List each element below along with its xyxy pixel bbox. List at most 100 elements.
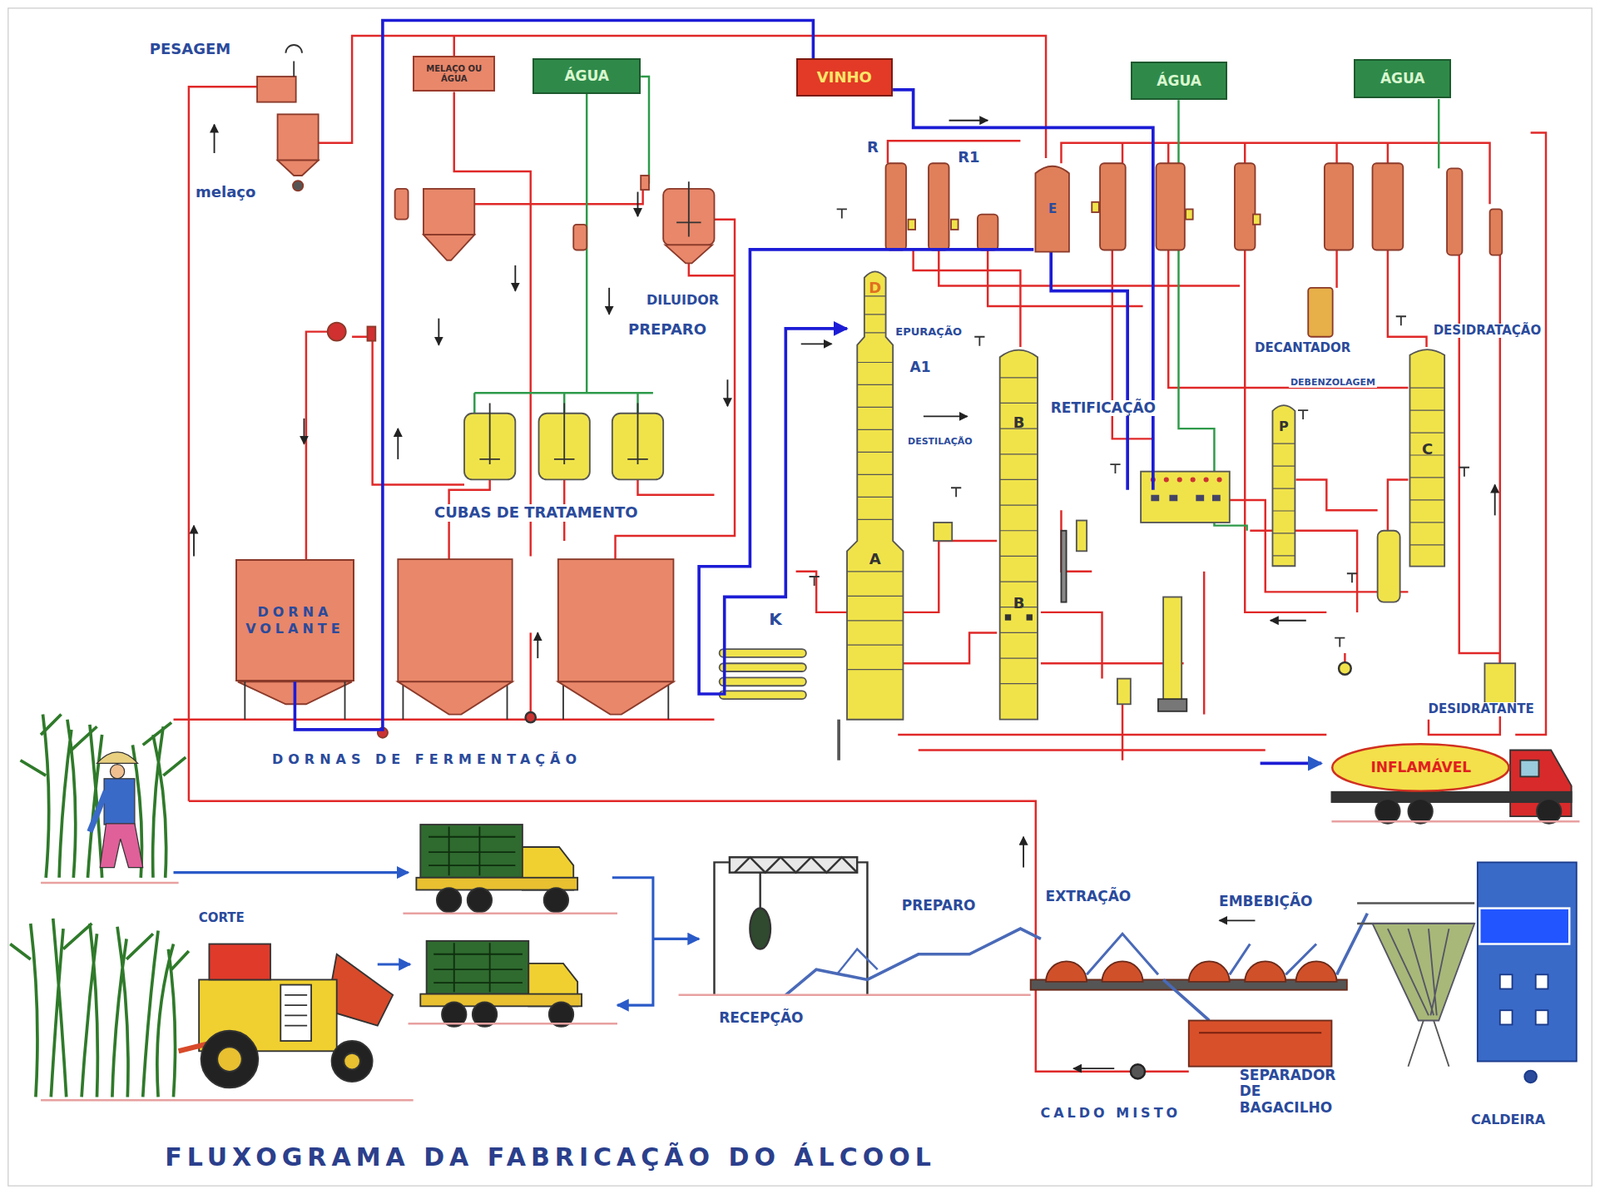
boiler <box>1524 1070 1537 1084</box>
node-label-wrap: DORNA VOLANTE <box>237 602 353 638</box>
mill-tandem <box>1188 1020 1333 1066</box>
tanks-and-vessels <box>558 559 674 682</box>
tanks-and-vessels <box>1347 573 1358 583</box>
boiler <box>1387 928 1450 1016</box>
flow-arrows <box>536 632 539 659</box>
tanker-truck <box>1407 798 1432 823</box>
tanks-and-vessels <box>397 559 512 682</box>
flow-arrows <box>608 287 610 315</box>
red-pipes <box>306 331 328 560</box>
red-pipes <box>351 336 465 486</box>
tanks-and-vessels <box>257 76 297 103</box>
node-label-wrap: ÁGUA <box>1377 68 1428 89</box>
tanks-and-vessels <box>951 219 959 230</box>
transport-arrows <box>653 937 699 941</box>
tanks-and-vessels <box>277 160 319 176</box>
node-label-wrap: INFLAMÁVEL <box>1367 757 1474 778</box>
red-pipes <box>796 571 848 613</box>
tanks-and-vessels <box>292 180 303 191</box>
worker-figure <box>99 823 144 868</box>
tanks-and-vessels <box>665 244 713 263</box>
connector <box>294 20 813 730</box>
flow-arrows <box>303 418 306 445</box>
node-text: B <box>996 594 1041 612</box>
process-label: EMBEBIÇÃO <box>1217 893 1314 911</box>
dehydration-column-outline <box>1410 349 1446 567</box>
process-label: RECEPÇÃO <box>717 1010 805 1027</box>
tanks-and-vessels <box>1324 163 1353 250</box>
flow-arrows <box>1494 485 1496 516</box>
blue-flow-lines <box>1050 252 1128 491</box>
debenzolage-column: P <box>1270 402 1298 566</box>
rectification-column-outline <box>996 346 1041 720</box>
red-pipes <box>1122 143 1388 164</box>
mill-tandem <box>1198 1031 1322 1034</box>
condenser-tank: E <box>1033 163 1071 253</box>
node-label-wrap: MELAÇO OU ÁGUA <box>414 62 494 86</box>
tanker-truck <box>1520 760 1539 778</box>
red-pipes <box>1168 249 1408 388</box>
harvester <box>201 1030 259 1089</box>
tanks-and-vessels <box>285 44 303 77</box>
red-pipes <box>1203 571 1205 715</box>
tanks-and-vessels <box>1091 202 1100 213</box>
mill-tandem <box>1030 913 1368 1067</box>
process-label: PESAGEM <box>148 40 233 59</box>
boiler <box>1357 861 1577 1083</box>
dehydration-column: C <box>1407 346 1447 567</box>
tanks-and-vessels <box>928 163 950 250</box>
flow-arrows <box>396 428 399 460</box>
tanks-and-vessels <box>640 175 649 190</box>
flow-arrows <box>923 415 968 417</box>
tanks-and-vessels <box>933 522 952 541</box>
tanker-truck <box>1536 798 1561 823</box>
red-pipes <box>918 748 1266 751</box>
process-label: SEPARADOR DE BAGACILHO <box>1238 1067 1338 1117</box>
tanks-and-vessels <box>573 224 587 251</box>
tanks-and-vessels <box>1307 287 1333 337</box>
node-text: DORNA VOLANTE <box>239 604 351 636</box>
red-pipes <box>188 86 258 802</box>
red-pipes <box>902 540 997 613</box>
frame <box>8 8 1592 1186</box>
title: FLUXOGRAMA DA FABRICAÇÃO DO ÁLCOOL <box>163 1143 938 1173</box>
tank-truck-outline <box>1332 743 1510 791</box>
flow-arrows <box>193 525 195 557</box>
water-box: ÁGUA <box>1353 59 1452 99</box>
cane-trucks <box>433 942 523 992</box>
red-pipes <box>1296 479 1378 511</box>
red-pipes <box>525 712 536 723</box>
cane-trucks <box>428 826 516 876</box>
tanker-truck <box>1375 798 1400 823</box>
flow-arrows <box>213 124 216 154</box>
tanks-and-vessels <box>1179 476 1220 482</box>
mill-tandem <box>1086 933 1317 975</box>
red-pipes <box>987 249 1143 306</box>
red-pipes <box>887 140 1021 164</box>
cane-trucks <box>467 887 492 912</box>
process-label: CORTE <box>197 911 247 926</box>
worker-figure <box>109 764 124 779</box>
tanks-and-vessels <box>1117 678 1131 705</box>
transport-arrows <box>377 963 411 966</box>
tanks-and-vessels <box>237 44 1516 761</box>
flow-arrows <box>1270 619 1307 622</box>
rectification-column-outline <box>1026 614 1033 620</box>
worker-figure <box>89 791 107 833</box>
flow-arrows <box>437 318 440 346</box>
debenzolage-column-outline <box>1272 443 1295 556</box>
node-text: C <box>1407 440 1447 458</box>
red-pipes <box>474 183 643 205</box>
tanks-and-vessels <box>1490 208 1503 255</box>
red-pipes <box>1040 612 1103 679</box>
node-text: MELAÇO OU ÁGUA <box>416 64 491 85</box>
process-label: PREPARO <box>626 321 709 339</box>
tanks-and-vessels <box>1156 163 1185 250</box>
process-label: DEBENZOLAGEM <box>1288 377 1378 389</box>
flow-arrows <box>949 119 989 122</box>
node-text: D <box>847 279 903 297</box>
process-label: DESIDRATAÇÃO <box>1431 323 1544 338</box>
tanks-and-vessels <box>1185 208 1194 219</box>
tanks-and-vessels <box>719 690 807 699</box>
harvester <box>208 944 271 981</box>
